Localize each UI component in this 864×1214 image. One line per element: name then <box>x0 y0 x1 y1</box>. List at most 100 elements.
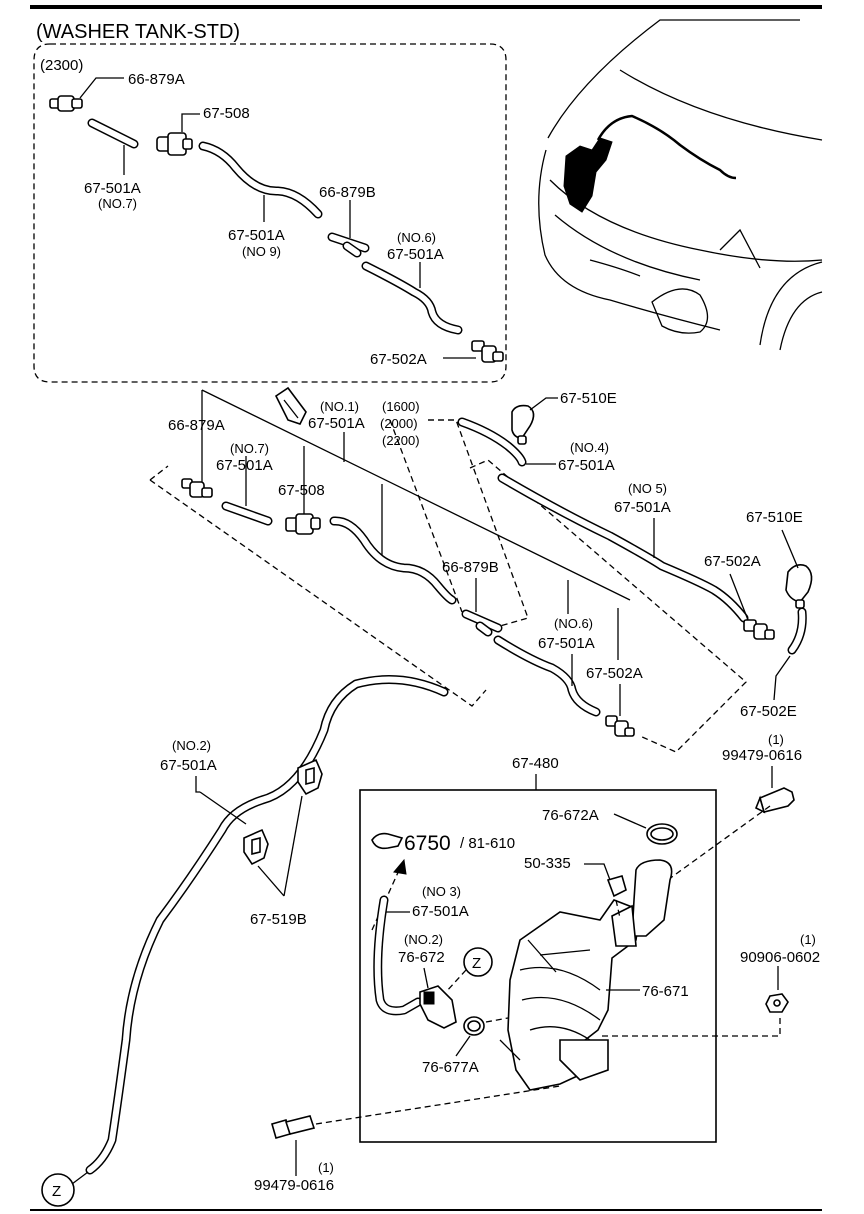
washer-tank-76-671 <box>499 859 673 1091</box>
label-66-879b: 66-879B <box>442 559 499 576</box>
clip-67-519b-upper <box>297 758 323 796</box>
inset-engine-label: (2300) <box>40 57 83 74</box>
label-67-501a-no5: 67-501A <box>614 499 671 516</box>
joint-67-502a-right <box>743 619 775 640</box>
hose-no7 <box>221 501 273 526</box>
label-no3: (NO 3) <box>422 884 461 899</box>
inset-hose-no7 <box>87 118 139 149</box>
label-90906-0602: 90906-0602 <box>740 949 820 966</box>
joint-66-879b <box>461 609 503 637</box>
label-50-335: 50-335 <box>524 855 571 872</box>
hose-no4 <box>457 417 527 467</box>
label-76-672: 76-672 <box>398 949 445 966</box>
svg-text:Z: Z <box>472 955 481 972</box>
inset-connector-66-879a <box>49 95 83 112</box>
grommet-76-677a <box>463 1016 485 1036</box>
inset-label-no7: (NO.7) <box>98 196 137 211</box>
label-no1: (NO.1) <box>320 399 359 414</box>
bolt-99479-top <box>754 787 795 814</box>
label-67-519b: 67-519B <box>250 911 307 928</box>
label-engine-2200: (2200) <box>382 433 420 448</box>
inset-label-66-879a: 66-879A <box>128 71 185 88</box>
inset-label-67-501a-no6: 67-501A <box>387 246 444 263</box>
inset-hose-no9 <box>198 141 323 219</box>
diagram-title: (WASHER TANK-STD) <box>36 21 240 43</box>
label-no4: (NO.4) <box>570 440 609 455</box>
inset-2300: (2300) <box>33 43 507 383</box>
joint-67-502a-mid <box>605 715 635 737</box>
inset-hose-no6 <box>361 261 463 335</box>
label-67-502a-mid: 67-502A <box>586 665 643 682</box>
bolt-99479-bottom <box>271 1115 316 1139</box>
hose-no5 <box>497 473 749 623</box>
hose-67-502e <box>787 607 807 655</box>
label-67-480: 67-480 <box>512 755 559 772</box>
hand-pointer-icon <box>371 832 404 850</box>
hose-no3 <box>373 895 423 1016</box>
inset-joint-67-502a <box>471 340 504 363</box>
view-arrow-icon <box>274 386 307 425</box>
inset-label-no6: (NO.6) <box>397 230 436 245</box>
connector-66-879a <box>181 478 213 498</box>
check-valve-67-508 <box>285 513 321 535</box>
label-67-501a-no2: 67-501A <box>160 757 217 774</box>
label-67-510e-right: 67-510E <box>746 509 803 526</box>
hose-no2 <box>85 675 449 1175</box>
label-no2-box: (NO.2) <box>404 932 443 947</box>
car-tank-silhouette <box>563 137 613 213</box>
label-67-501a-no4: 67-501A <box>558 457 615 474</box>
label-67-501a-no1: 67-501A <box>308 415 365 432</box>
z-marker-bottom: Z <box>41 1173 75 1207</box>
label-99479-bottom: 99479-0616 <box>254 1177 334 1194</box>
bracket-50-335 <box>606 875 627 898</box>
label-67-502a-right: 67-502A <box>704 553 761 570</box>
nozzle-67-510e-top <box>511 404 535 445</box>
label-76-677a: 76-677A <box>422 1059 479 1076</box>
label-ref-81-610: / 81-610 <box>460 835 515 852</box>
label-66-879a: 66-879A <box>168 417 225 434</box>
label-ref-6750: 6750 <box>404 832 451 855</box>
label-67-501a-no7: 67-501A <box>216 457 273 474</box>
hose-no6 <box>493 635 601 717</box>
label-67-510e-top: 67-510E <box>560 390 617 407</box>
label-99479-top: 99479-0616 <box>722 747 802 764</box>
label-67-501a-no6: 67-501A <box>538 635 595 652</box>
label-67-508: 67-508 <box>278 482 325 499</box>
label-no7: (NO.7) <box>230 441 269 456</box>
washer-pump-76-672 <box>419 985 457 1029</box>
inset-label-67-501a-no9: 67-501A <box>228 227 285 244</box>
clip-67-519b-lower <box>243 828 269 866</box>
label-engine-2000: (2000) <box>380 416 418 431</box>
nozzle-67-510e-right <box>785 564 813 609</box>
car-front-illustration <box>538 19 823 351</box>
cap-76-672a <box>646 823 678 845</box>
washer-tank-box: 67-480 (1) 99479-0616 <box>41 732 820 1207</box>
inset-label-67-502a: 67-502A <box>370 351 427 368</box>
inset-label-no9: (NO 9) <box>242 244 281 259</box>
inset-joint-66-879b <box>327 232 370 258</box>
svg-text:Z: Z <box>52 1183 61 1200</box>
main-hose-assembly: 66-879A (NO.1) 67-501A (1600) (2000) (22… <box>85 386 813 1175</box>
label-no2: (NO.2) <box>172 738 211 753</box>
label-qty-top: (1) <box>768 732 784 747</box>
hose-no1 <box>329 516 457 605</box>
inset-dashed-frame <box>33 43 507 383</box>
label-qty-nut: (1) <box>800 932 816 947</box>
label-no5: (NO 5) <box>628 481 667 496</box>
z-marker-box: Z <box>463 947 493 977</box>
label-76-672a: 76-672A <box>542 807 599 824</box>
inset-label-66-879b: 66-879B <box>319 184 376 201</box>
tank-assembly-frame <box>359 789 717 1143</box>
nut-90906-0602 <box>765 993 789 1013</box>
label-no6: (NO.6) <box>554 616 593 631</box>
label-engine-1600: (1600) <box>382 399 420 414</box>
inset-label-67-501a-no7: 67-501A <box>84 180 141 197</box>
inset-check-valve-67-508 <box>156 132 193 156</box>
label-qty-bottom: (1) <box>318 1160 334 1175</box>
label-67-501a-no3: 67-501A <box>412 903 469 920</box>
inset-label-67-508: 67-508 <box>203 105 250 122</box>
reference-6750: 6750 / 81-610 <box>371 832 515 855</box>
label-67-502e: 67-502E <box>740 703 797 720</box>
label-76-671: 76-671 <box>642 983 689 1000</box>
